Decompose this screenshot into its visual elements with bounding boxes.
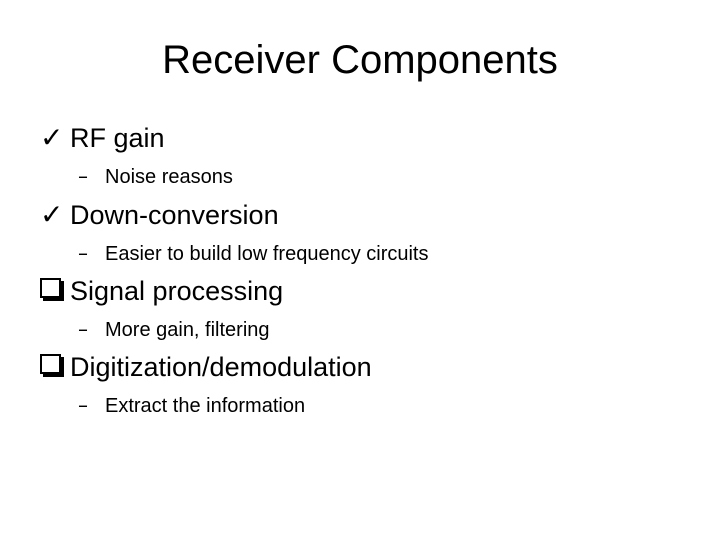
shadowed-square-icon — [40, 354, 61, 374]
bullet-item-signal-processing: Signal processing — [40, 275, 700, 308]
check-icon: ✓ — [40, 121, 64, 154]
sub-bullet-extract-information: –Extract the information — [40, 393, 700, 418]
check-icon: ✓ — [40, 198, 64, 231]
shadowed-square-icon — [40, 278, 61, 298]
dash-bullet-icon: – — [78, 317, 88, 341]
bullet-text: Down-conversion — [70, 200, 279, 230]
bullet-text: Digitization/demodulation — [70, 352, 372, 382]
sub-bullet-text: Easier to build low frequency circuits — [105, 243, 429, 265]
bullet-list: ✓RF gain –Noise reasons ✓Down-conversion… — [40, 121, 700, 427]
sub-bullet-more-gain-filtering: –More gain, filtering — [40, 317, 700, 342]
bullet-item-down-conversion: ✓Down-conversion — [40, 198, 700, 232]
dash-bullet-icon: – — [78, 393, 88, 417]
sub-bullet-text: Noise reasons — [105, 166, 233, 188]
sub-bullet-text: More gain, filtering — [105, 319, 270, 341]
sub-bullet-noise-reasons: –Noise reasons — [40, 164, 700, 189]
bullet-item-digitization-demodulation: Digitization/demodulation — [40, 351, 700, 384]
bullet-text: RF gain — [70, 123, 165, 153]
dash-bullet-icon: – — [78, 241, 88, 265]
sub-bullet-text: Extract the information — [105, 395, 306, 417]
bullet-text: Signal processing — [70, 276, 284, 306]
bullet-item-rf-gain: ✓RF gain — [40, 121, 700, 155]
slide-title: Receiver Components — [162, 38, 558, 82]
sub-bullet-easier-low-frequency: –Easier to build low frequency circuits — [40, 241, 700, 266]
dash-bullet-icon: – — [78, 164, 88, 188]
